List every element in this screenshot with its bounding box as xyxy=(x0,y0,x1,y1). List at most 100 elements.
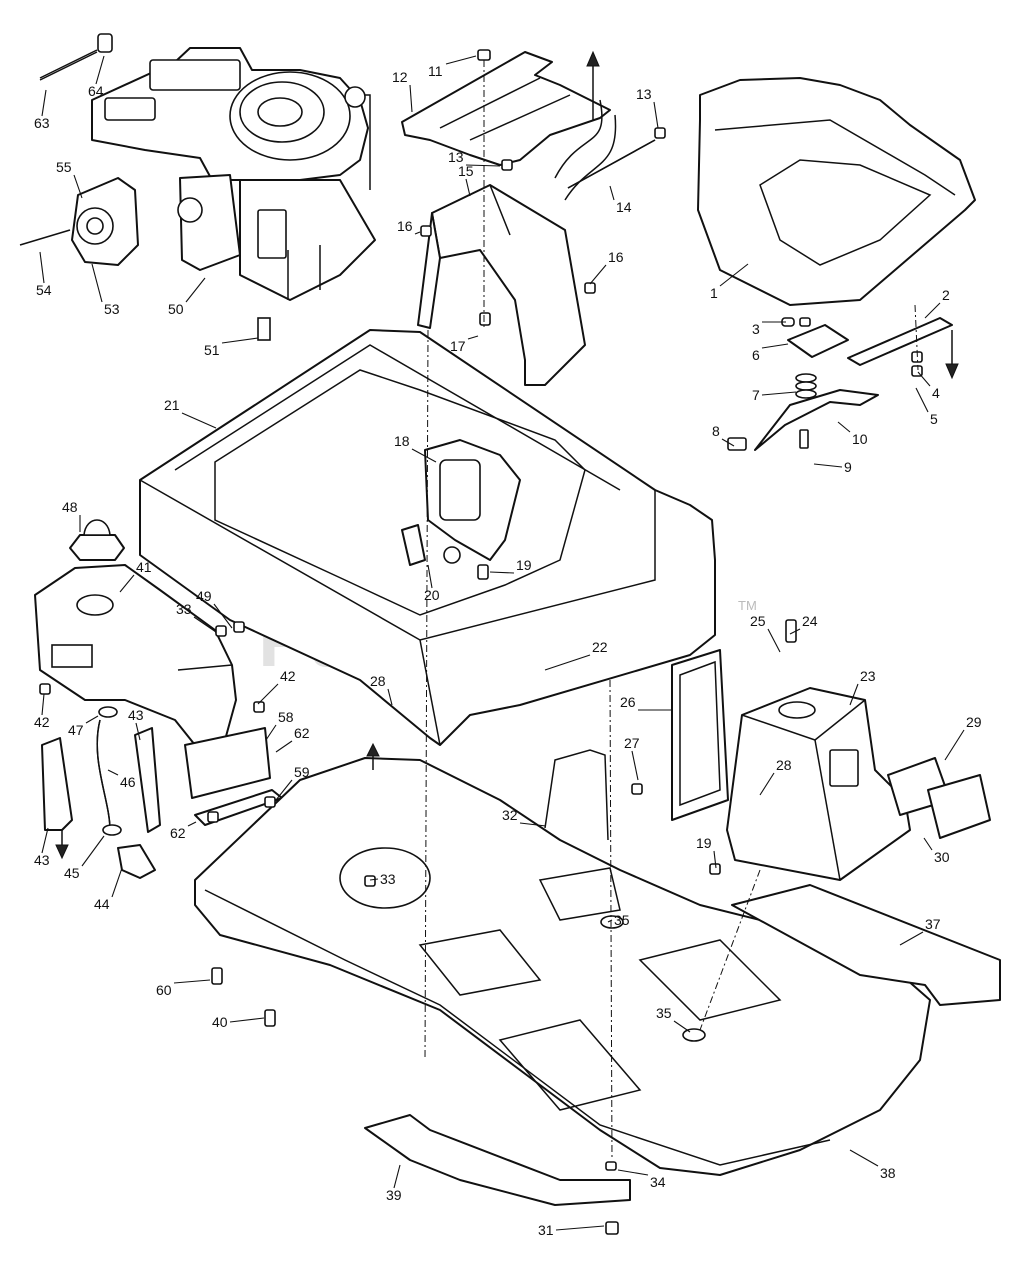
callout-17: 17 xyxy=(450,335,479,354)
spring-bracket-10 xyxy=(754,389,879,451)
callout-leader xyxy=(181,412,217,429)
callout-leader xyxy=(607,919,613,923)
callout-number: 3 xyxy=(752,321,760,337)
callout-leader xyxy=(609,185,615,201)
callout-leader xyxy=(393,1164,401,1189)
callout-45: 45 xyxy=(64,835,105,881)
callout-number: 45 xyxy=(64,865,80,881)
callout-number: 28 xyxy=(370,673,386,689)
callout-number: 12 xyxy=(392,69,408,85)
fuel-cap-48 xyxy=(69,519,125,561)
bolt-51 xyxy=(257,317,271,341)
callout-leader xyxy=(73,174,83,199)
callout-leader xyxy=(409,84,413,113)
callout-47: 47 xyxy=(68,715,99,738)
callout-49: 49 xyxy=(196,588,233,629)
spring-7 xyxy=(795,373,817,399)
callout-28: 28 xyxy=(759,757,792,796)
plate-58 xyxy=(184,727,271,799)
callout-number: 4 xyxy=(932,385,940,401)
callout-leader xyxy=(39,251,45,284)
callout-20: 20 xyxy=(424,564,440,603)
callout-leader xyxy=(257,683,279,705)
callout-leader xyxy=(923,837,933,851)
callout-leader xyxy=(275,779,293,801)
callout-leader xyxy=(173,979,211,984)
callout-6: 6 xyxy=(752,343,789,363)
callout-number: 18 xyxy=(394,433,410,449)
callout-number: 31 xyxy=(538,1222,554,1238)
callout-leader xyxy=(193,616,217,633)
callout-leader xyxy=(721,438,735,447)
bolt-54 xyxy=(19,229,71,246)
callout-33: 33 xyxy=(176,601,217,633)
callout-leader xyxy=(445,55,477,65)
callout-leader xyxy=(767,628,781,653)
callout-number: 42 xyxy=(34,714,50,730)
callout-number: 16 xyxy=(397,218,413,234)
callout-59: 59 xyxy=(275,764,310,801)
assembly-guides xyxy=(55,50,959,1161)
callout-50: 50 xyxy=(168,277,206,317)
panel-26 xyxy=(671,649,729,821)
callout-number: 49 xyxy=(196,588,212,604)
engine-50 xyxy=(91,47,376,301)
callout-leader xyxy=(465,178,471,197)
callout-leader xyxy=(631,750,639,781)
callout-number: 11 xyxy=(428,63,443,79)
callout-number: 41 xyxy=(136,559,152,575)
callout-number: 23 xyxy=(860,668,876,684)
clip-8 xyxy=(727,437,747,451)
callout-33: 33 xyxy=(369,871,396,887)
callout-leader xyxy=(617,1169,649,1176)
callout-leader xyxy=(849,1149,879,1167)
callout-55: 55 xyxy=(56,159,83,199)
callout-43: 43 xyxy=(34,827,50,868)
callout-leader xyxy=(41,827,49,854)
callout-number: 60 xyxy=(156,982,172,998)
callout-leader xyxy=(369,878,379,881)
plate-6 xyxy=(787,324,849,358)
callout-40: 40 xyxy=(212,1014,265,1030)
callout-leader xyxy=(837,421,851,433)
callout-44: 44 xyxy=(94,867,123,912)
callout-leader xyxy=(761,343,789,349)
callout-leader xyxy=(185,277,206,303)
callout-number: 29 xyxy=(966,714,982,730)
callout-leader xyxy=(544,654,591,671)
callout-29: 29 xyxy=(944,714,982,761)
callout-8: 8 xyxy=(712,423,735,447)
fuel-tank-41 xyxy=(34,564,237,746)
bracket-12 xyxy=(401,51,611,166)
callout-leader xyxy=(411,448,437,463)
callout-number: 38 xyxy=(880,1165,896,1181)
callout-46: 46 xyxy=(107,769,136,790)
callout-62: 62 xyxy=(170,821,197,841)
callout-5: 5 xyxy=(915,387,938,427)
callout-leader xyxy=(187,821,197,827)
mat-39 xyxy=(364,1114,631,1206)
callout-4: 4 xyxy=(917,371,940,401)
callout-64: 64 xyxy=(88,55,105,99)
callout-13: 13 xyxy=(448,149,501,167)
rod-14 xyxy=(554,99,656,201)
callout-number: 25 xyxy=(750,613,766,629)
callout-number: 1 xyxy=(710,285,718,301)
callout-number: 26 xyxy=(620,694,636,710)
callout-9: 9 xyxy=(813,459,852,475)
callout-number: 39 xyxy=(386,1187,402,1203)
callout-number: 7 xyxy=(752,387,760,403)
seat-1 xyxy=(697,77,976,306)
callout-number: 5 xyxy=(930,411,938,427)
callout-number: 19 xyxy=(696,835,712,851)
callout-number: 37 xyxy=(925,916,941,932)
callout-19: 19 xyxy=(696,835,717,869)
callout-number: 51 xyxy=(204,342,220,358)
callout-leader xyxy=(465,164,501,167)
callout-number: 21 xyxy=(164,397,180,413)
callout-12: 12 xyxy=(392,69,413,113)
callout-leader xyxy=(589,264,607,285)
hardware xyxy=(39,49,923,1235)
callout-leader xyxy=(713,850,717,869)
callout-number: 32 xyxy=(502,807,518,823)
